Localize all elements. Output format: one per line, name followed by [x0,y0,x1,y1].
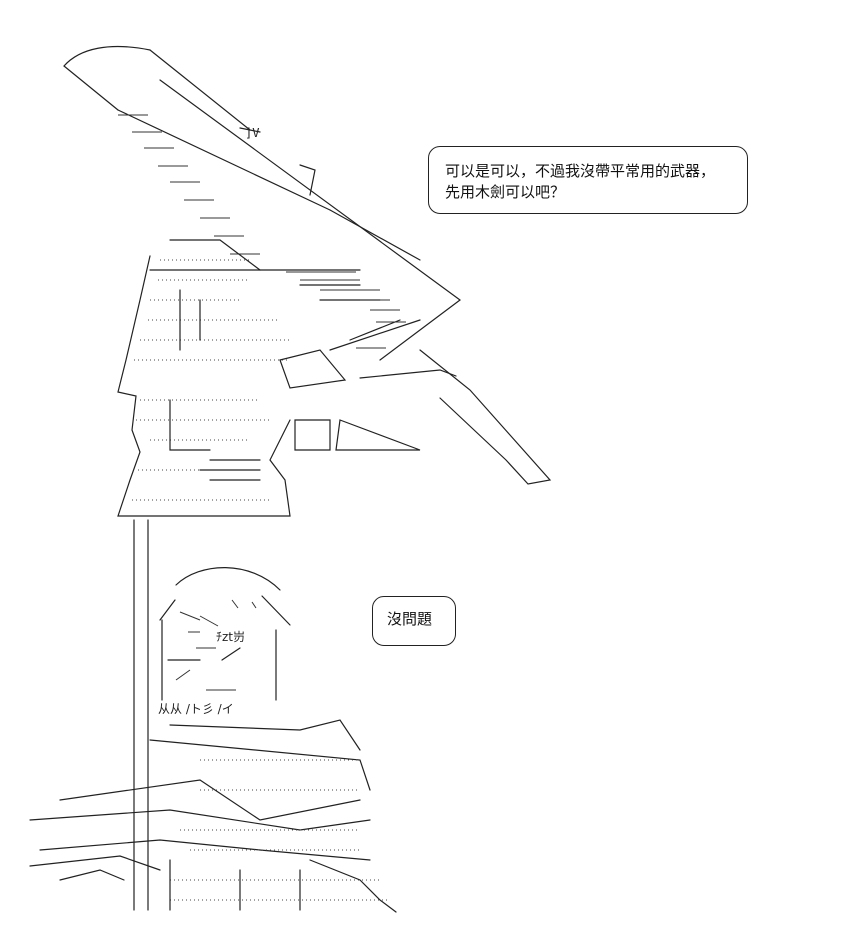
speech-bubble-bottom: 沒問題 [372,596,456,646]
top-character: ]V [63,45,552,517]
speech-bubble-top-line-2: 先用木劍可以吧？ [445,183,566,201]
kana-text: 从从 /ト彡 /イ [158,702,234,716]
speech-bubble-top: 可以是可以，不過我沒帶平常用的武器， 先用木劍可以吧？ [428,146,748,214]
speech-bubble-top-line-1: 可以是可以，不過我沒帶平常用的武器， [445,162,716,180]
bottom-character: ﾁzt岃 从从 /ト彡 /イ [29,567,397,913]
face-mark: ]V [245,126,259,140]
chest-text: ﾁzt岃 [216,630,245,644]
speech-bubble-bottom-line-1: 沒問題 [387,610,433,628]
staff [133,519,149,911]
